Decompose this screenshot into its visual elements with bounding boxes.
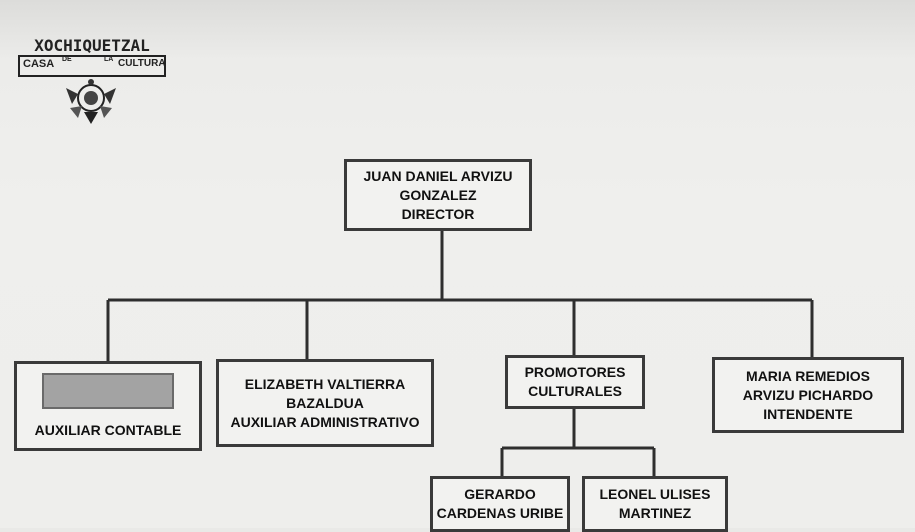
logo-cultura: CULTURA — [118, 58, 166, 69]
director-name-2: GONZALEZ — [399, 186, 477, 203]
logo-frame — [18, 55, 166, 77]
promotor-1-name-1: GERARDO — [464, 486, 536, 502]
promotor-1-name-2: CARDENAS URIBE — [436, 505, 564, 521]
redacted-name — [42, 372, 174, 409]
logo-title: XOCHIQUETZAL — [34, 36, 150, 55]
intendente-name-2: ARVIZU PICHARDO — [742, 386, 874, 403]
auxiliar-administrativo-name-1: ELIZABETH VALTIERRA — [244, 375, 406, 392]
promotor-leonel-node: LEONEL ULISES MARTINEZ — [582, 476, 728, 532]
promotores-line-1: PROMOTORES — [524, 364, 626, 380]
casa-de-la-cultura-logo: XOCHIQUETZAL CASA DE LA CULTURA — [18, 36, 166, 126]
director-role: DIRECTOR — [401, 205, 475, 222]
logo-la: LA — [104, 56, 114, 63]
intendente-node: MARIA REMEDIOS ARVIZU PICHARDO INTENDENT… — [712, 357, 904, 433]
emblem-icon — [66, 79, 116, 124]
auxiliar-administrativo-name-2: BAZALDUA — [286, 394, 364, 411]
director-node: JUAN DANIEL ARVIZU GONZALEZ DIRECTOR — [344, 159, 532, 231]
auxiliar-contable-node: AUXILIAR CONTABLE — [14, 361, 202, 451]
auxiliar-administrativo-role: AUXILIAR ADMINISTRATIVO — [230, 413, 420, 430]
promotor-gerardo-node: GERARDO CARDENAS URIBE — [430, 476, 570, 532]
logo-de: DE — [62, 56, 72, 63]
promotor-2-name-1: LEONEL ULISES — [599, 486, 711, 502]
auxiliar-administrativo-node: ELIZABETH VALTIERRA BAZALDUA AUXILIAR AD… — [216, 359, 434, 447]
auxiliar-contable-role: AUXILIAR CONTABLE — [34, 421, 182, 438]
promotores-culturales-node: PROMOTORES CULTURALES — [505, 355, 645, 409]
intendente-role: INTENDENTE — [763, 405, 853, 422]
director-name-1: JUAN DANIEL ARVIZU — [363, 167, 513, 184]
intendente-name-1: MARIA REMEDIOS — [746, 367, 870, 384]
logo-casa: CASA — [23, 58, 55, 70]
promotor-2-name-2: MARTINEZ — [618, 505, 692, 521]
promotores-line-2: CULTURALES — [528, 383, 622, 399]
